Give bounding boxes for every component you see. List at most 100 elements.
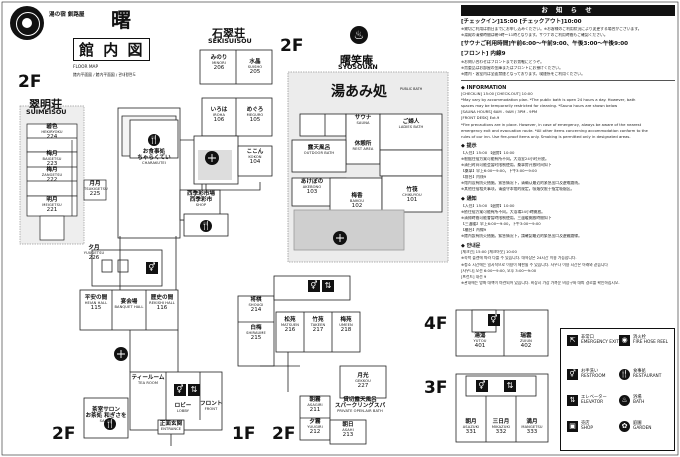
info-cn-6: ※馆内设有防火措施。紧急情况下，请确认最近的紧急出口及避难路线。 xyxy=(461,181,582,186)
fire-hose-icon: ◉ xyxy=(619,335,630,346)
cn-header: ◆ 提示 xyxy=(461,143,477,150)
bottom-wing-plan xyxy=(237,275,387,445)
checkin-line: [チェックイン]15:00 [チェックアウト]10:00 xyxy=(461,19,582,25)
suimeisou-floor-plan xyxy=(19,105,107,245)
checkin-note-1: ※貸切ご利用は前日までにお申し込みください。※お客様のご利用状況により変更する場… xyxy=(461,27,642,32)
info-cn-5: 【前台】内线9 xyxy=(461,175,487,180)
bath-icon: ♨ xyxy=(619,395,630,406)
hot-spring-icon: ♨ xyxy=(350,26,368,44)
info-en-4: [SAUNA HOURS] 6AM - 9AM / 3PM - 9PM xyxy=(461,110,538,115)
info-en-6: *Fire precautions are in place. However,… xyxy=(461,122,642,127)
emergency-exit-icon: ⇱ xyxy=(567,335,578,346)
info-ko-2: ※숙박 플랜에 따라 다를 수 있습니다. 대욕장은 24시간 이용 가능합니다… xyxy=(461,256,577,261)
info-cn-1: 【入住】15:00 【退房】10:00 xyxy=(461,151,515,156)
public-bath-note: PUBLIC BATH xyxy=(400,87,423,91)
elevator-icon: ⇅ xyxy=(567,395,578,406)
info-en-5: [FRONT DESK] Ext.9 xyxy=(461,116,500,121)
front-note-1: ※お問い合わせはフロントまでお気軽にどうぞ。 xyxy=(461,59,544,64)
info-tw-3: ※清掃時間可能會暫時限制使用。三溫暖開放時間如下 xyxy=(461,215,552,220)
info-en-8: rules of our inn. Use fire-proof items o… xyxy=(461,134,631,139)
main-building-plan xyxy=(79,107,229,446)
front-note-2: ※貴重品はお部屋の金庫またはフロントにお預けください。 xyxy=(461,65,563,70)
front-line: [フロント] 内線9 xyxy=(461,51,506,58)
floor-label-2f-left: 2F xyxy=(18,72,42,92)
info-ko-3: ※청소 시간에는 일시적으로 이용이 제한될 수 있습니다. 사우나 이용 시간… xyxy=(461,262,608,267)
floor-label-3f: 3F xyxy=(424,378,448,398)
hotel-logo-emblem xyxy=(10,6,44,40)
yuami-title: 湯あみ処 xyxy=(331,84,387,100)
restaurant-icon: 🍴 xyxy=(104,418,116,430)
upper-floors-plan xyxy=(455,309,549,443)
syosouan-floor-plan xyxy=(287,71,449,263)
info-tw-2: ※依住宿方案可能有所不同。大浴場24小時開放。 xyxy=(461,209,545,214)
map-subtitle: 館内平面図 / 館内平面図 / 관내평면도 xyxy=(73,72,136,77)
restroom-icon: ⚥ xyxy=(174,384,186,396)
restaurant-icon: 🍴 xyxy=(148,134,160,146)
info-ko-5: [프런트] 내선 9 xyxy=(461,274,487,279)
restroom-icon: ⚥ xyxy=(146,262,158,274)
restroom-icon: ⚥ xyxy=(476,380,488,392)
info-tw-1: 【入住】15:00 【退房】10:00 xyxy=(461,203,515,208)
restaurant-icon: 🍴 xyxy=(200,220,212,232)
elevator-icon: ⇅ xyxy=(504,380,516,392)
checkin-note-2: ※湯殿の清掃時間は朝9時〜11時となります。サウナのご利用時間もご確認ください。 xyxy=(461,33,608,38)
information-header: ◆ INFORMATION xyxy=(461,84,507,91)
info-tw-4: 【三溫暖】早上6:00〜9:00，下午3:00〜9:00 xyxy=(461,221,541,226)
garden-icon: ✿ xyxy=(619,421,630,432)
tw-header: ◆ 通知 xyxy=(461,196,477,203)
sekisuisou-floor-plan xyxy=(193,49,273,191)
info-en-3: spaces may be temporarily restricted for… xyxy=(461,104,618,109)
floor-label-4f: 4F xyxy=(424,314,448,334)
info-ko-1: [체크인] 15:00 [체크아웃] 10:00 xyxy=(461,250,517,255)
info-ko-4: [사우나] 오전 6:00〜9:00, 오후 3:00〜9:00 xyxy=(461,268,537,273)
notice-panel: お 知 ら せ [チェックイン]15:00 [チェックアウト]10:00 ※貸切… xyxy=(461,5,675,452)
brand-small-text: 湯の宿 釧路屋 xyxy=(49,12,85,18)
info-cn-7: ※其他住宿相关事项，请遵守本馆的规定。吸烟仅限于指定吸烟区。 xyxy=(461,187,575,192)
info-tw-5: 【櫃台】內線9 xyxy=(461,227,487,232)
restroom-icon: ⚥ xyxy=(488,314,500,326)
sekisuisou-title: 石翠荘 xyxy=(212,27,245,40)
elevator-icon: ⇅ xyxy=(322,280,334,292)
sauna-line: [サウナご利用時間]午前6:00〜午前9:00、午後3:00〜午後9:00 xyxy=(461,41,629,48)
restroom-icon: ⚥ xyxy=(308,280,320,292)
suimeisou-title: 翠明荘 xyxy=(29,98,62,111)
